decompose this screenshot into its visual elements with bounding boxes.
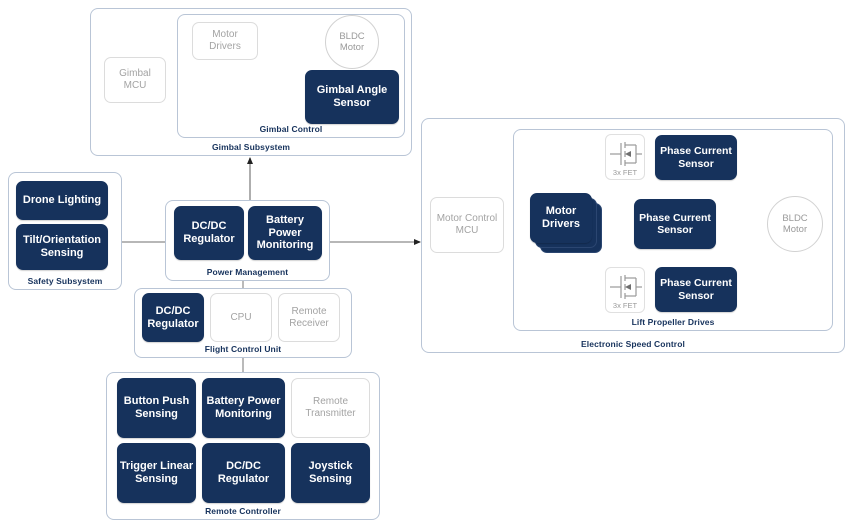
node-gimbal-motor-drivers[interactable]: Motor Drivers	[192, 22, 258, 60]
node-fcu-dcdc-regulator[interactable]: DC/DC Regulator	[142, 293, 204, 342]
node-fet-bottom[interactable]: 3x FET	[605, 267, 645, 313]
node-motor-control-mcu[interactable]: Motor Control MCU	[430, 197, 504, 253]
node-phase-current-sensor-top[interactable]: Phase Current Sensor	[655, 135, 737, 180]
node-label-fet-bottom: 3x FET	[612, 301, 638, 310]
node-label-remote-dcdc-line2: Regulator	[217, 473, 270, 485]
node-label-fcu-dcdc-line1: DC/DC	[155, 304, 191, 317]
node-label-power-battery-line2: Monitoring	[256, 239, 314, 252]
node-label-joystick-line1: Joystick	[308, 460, 353, 473]
node-esc-motor-drivers[interactable]: Motor Drivers	[530, 193, 592, 243]
node-label-motor-control-mcu-line1: Motor Control	[436, 213, 498, 225]
node-fcu-cpu[interactable]: CPU	[210, 293, 272, 342]
node-label-fcu-remote-receiver-line2: Receiver	[289, 317, 329, 329]
group-label-gimbal-subsystem: Gimbal Subsystem	[211, 142, 291, 152]
node-button-push-sensing[interactable]: Button Push Sensing	[117, 378, 196, 438]
node-label-fcu-dcdc-line2: Regulator	[147, 317, 199, 330]
node-drone-lighting[interactable]: Drone Lighting	[16, 181, 108, 220]
node-power-dcdc-regulator[interactable]: DC/DC Regulator	[174, 206, 244, 260]
node-label-gimbal-motor-drivers: Motor Drivers	[209, 29, 241, 52]
node-label-drone-lighting: Drone Lighting	[22, 194, 102, 207]
node-label-tilt-line1: Tilt/Orientation	[22, 234, 102, 247]
node-gimbal-angle-sensor[interactable]: Gimbal Angle Sensor	[305, 70, 399, 124]
node-label-phase-sensor-top-line1: Phase Current	[660, 145, 732, 158]
node-esc-motor-drivers-stack[interactable]: Motor Drivers	[530, 193, 604, 255]
node-label-fcu-remote-receiver-line1: Remote	[291, 305, 327, 317]
node-label-phase-sensor-mid-line1: Phase Current	[639, 211, 711, 224]
node-label-power-dcdc-line1: DC/DC	[191, 220, 227, 233]
node-label-esc-motor-drivers-line2: Drivers	[542, 218, 580, 230]
node-label-remote-transmitter-line2: Transmitter	[305, 408, 356, 419]
mosfet-icon	[610, 275, 642, 299]
group-label-gimbal-control: Gimbal Control	[259, 124, 323, 134]
node-label-remote-dcdc-line1: DC/DC	[226, 460, 261, 473]
node-gimbal-bldc-motor[interactable]: BLDC Motor	[325, 15, 379, 69]
node-label-gimbal-bldc-motor-line2: Motor	[339, 42, 365, 53]
node-trigger-linear-sensing[interactable]: Trigger Linear Sensing	[117, 443, 196, 503]
node-gimbal-mcu[interactable]: Gimbal MCU	[104, 57, 166, 103]
group-label-lift-propeller-drives: Lift Propeller Drives	[631, 317, 715, 327]
node-remote-dcdc-regulator[interactable]: DC/DC Regulator	[202, 443, 285, 503]
node-label-esc-motor-drivers-line1: Motor	[545, 205, 577, 218]
node-label-fet-top: 3x FET	[612, 168, 638, 177]
group-label-flight-control-unit: Flight Control Unit	[204, 344, 282, 354]
group-label-remote-controller: Remote Controller	[205, 506, 281, 516]
node-label-button-push-line2: Sensing	[135, 408, 178, 420]
node-fcu-remote-receiver[interactable]: Remote Receiver	[278, 293, 340, 342]
node-label-gimbal-angle-sensor-line2: Sensor	[333, 97, 371, 109]
node-label-fcu-cpu: CPU	[230, 311, 252, 323]
node-phase-current-sensor-middle[interactable]: Phase Current Sensor	[634, 199, 716, 249]
node-label-phase-sensor-mid-line2: Sensor	[657, 224, 693, 236]
node-label-esc-bldc-motor: BLDC Motor	[782, 212, 808, 235]
node-joystick-sensing[interactable]: Joystick Sensing	[291, 443, 370, 503]
node-remote-transmitter[interactable]: Remote Transmitter	[291, 378, 370, 438]
node-tilt-orientation-sensing[interactable]: Tilt/Orientation Sensing	[16, 224, 108, 270]
node-remote-battery-monitoring[interactable]: Battery Power Monitoring	[202, 378, 285, 438]
node-label-power-battery-line1: Battery Power	[266, 213, 304, 239]
node-label-button-push-line1: Button Push	[123, 395, 190, 408]
node-fet-top[interactable]: 3x FET	[605, 134, 645, 180]
node-label-gimbal-mcu: Gimbal MCU	[119, 68, 151, 91]
node-label-trigger-line2: Sensing	[135, 473, 178, 485]
node-label-trigger-line1: Trigger Linear	[119, 460, 194, 473]
node-label-remote-battery-line2: Monitoring	[215, 408, 272, 420]
node-label-joystick-line2: Sensing	[309, 473, 352, 485]
node-label-gimbal-bldc-motor-line1: BLDC	[339, 30, 365, 42]
mosfet-icon	[610, 142, 642, 166]
group-label-electronic-speed-control: Electronic Speed Control	[581, 339, 685, 349]
node-label-power-dcdc-line2: Regulator	[183, 233, 235, 245]
node-label-remote-battery-line1: Battery Power	[206, 395, 281, 408]
node-label-motor-control-mcu-line2: MCU	[455, 225, 479, 236]
node-power-battery-monitoring[interactable]: Battery Power Monitoring	[248, 206, 322, 260]
node-label-phase-sensor-bot-line1: Phase Current	[660, 277, 732, 290]
node-esc-bldc-motor[interactable]: BLDC Motor	[767, 196, 823, 252]
node-phase-current-sensor-bottom[interactable]: Phase Current Sensor	[655, 267, 737, 312]
group-label-power-management: Power Management	[206, 267, 289, 277]
node-label-phase-sensor-bot-line2: Sensor	[678, 289, 714, 302]
node-label-tilt-line2: Sensing	[40, 247, 84, 259]
group-label-safety-subsystem: Safety Subsystem	[27, 276, 103, 286]
node-label-remote-transmitter-line1: Remote	[312, 396, 348, 408]
node-label-phase-sensor-top-line2: Sensor	[678, 157, 714, 170]
node-label-gimbal-angle-sensor-line1: Gimbal Angle	[316, 84, 388, 97]
